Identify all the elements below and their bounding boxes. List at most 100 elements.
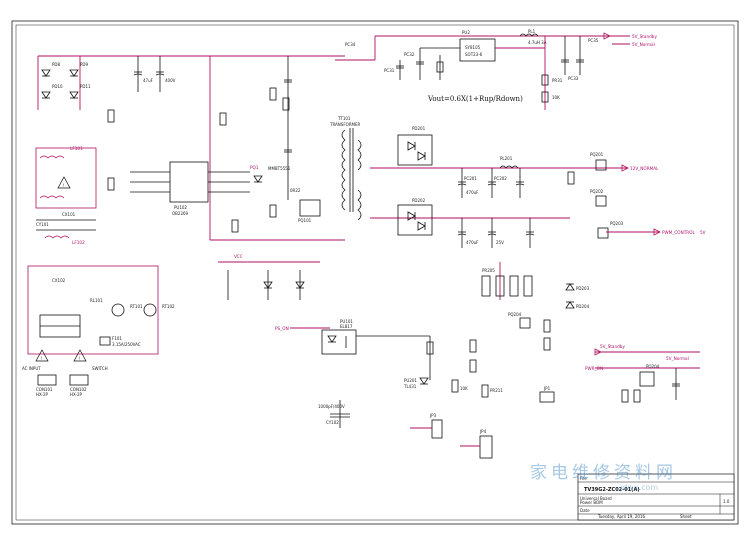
pc33-ref: PC33: [568, 76, 579, 81]
pq202-ref: PQ202: [590, 189, 604, 194]
sheet-inner-border: [15, 24, 735, 521]
net-ac-input: AC INPUT: [22, 366, 41, 371]
title-date-label: Date: [580, 508, 590, 513]
pl201-ref: PL201: [500, 156, 513, 161]
pq204-ref: PQ204: [508, 312, 522, 317]
svg-text:!: !: [79, 356, 81, 361]
con101-type: HX-2P: [36, 392, 49, 397]
title-date: Tuesday, April 19, 2016: [597, 514, 645, 519]
jp1-ref: JP1: [543, 386, 551, 391]
pd11-ref: PD11: [80, 84, 91, 89]
pwm-controller-block: PU102 OB2269 PQ1 MMBT5551 PQ101 0R22 VCC: [107, 56, 345, 300]
pq203-ref: PQ203: [610, 221, 624, 226]
pr-up-ref: PR31: [552, 78, 563, 83]
t101-ref: TT101: [337, 116, 351, 121]
f101-ref: F101: [112, 336, 122, 341]
pc31-ref: PC31: [384, 68, 395, 73]
net-vcc: VCC: [234, 254, 243, 259]
pd9-ref: PD9: [80, 62, 88, 67]
standby-mosfet-ref: PQ204: [646, 364, 660, 369]
net-5v-standby-bottom: 5V_Standby: [600, 344, 625, 349]
pd8-ref: PD8: [52, 62, 60, 67]
rl101-ref: RL101: [90, 298, 103, 303]
pd204-ref: PD204: [576, 304, 590, 309]
pq101-ref: PQ101: [298, 218, 312, 223]
title-number: TV39G2-ZC02-01(A): [584, 487, 640, 493]
u2-ref: PU2: [462, 30, 470, 35]
pc35-ref: PC35: [588, 38, 599, 43]
jumper-block: JP1 JP3 JP4 1000pF/400V CY102: [318, 386, 555, 459]
net-5v-normal-bottom: 5V_Normal: [666, 356, 689, 361]
pr210-value: 10K: [460, 386, 468, 391]
cx102-ref: CX102: [52, 278, 66, 283]
secondary-output-block: PD201 PD202 PC201 PC202 470uF 470uF 25V …: [370, 126, 706, 248]
svg-text:!: !: [41, 356, 43, 361]
pr-down-value: 10K: [552, 95, 560, 100]
transformer-block: TT101 TRANSFORMER: [329, 116, 362, 221]
cy102-ref: CY102: [326, 420, 339, 425]
pq201-ref: PQ201: [590, 152, 604, 157]
pc202-ref: PC202: [494, 176, 507, 181]
pd201-ref: PD201: [412, 126, 426, 131]
jp3-ref: JP3: [429, 413, 437, 418]
net-ps-on: PS_ON: [275, 326, 289, 331]
f101-value: 3.15A/250VAC: [112, 342, 141, 347]
pc201-value: 470uF: [466, 190, 479, 195]
feedback-block: PS_ON PU101 EL817 PU201 TL431 10K PR211 …: [275, 262, 590, 398]
cy101-ref: CY101: [36, 222, 49, 227]
pq1-part: MMBT5551: [268, 166, 291, 171]
lf102-ref: LF102: [72, 240, 85, 245]
t101-type: TRANSFORMER: [329, 122, 361, 127]
pc204-voltage: 25V: [496, 240, 504, 245]
pl1-ref: PL1: [528, 29, 536, 34]
title-name: Power BOM: [580, 500, 603, 505]
net-pwm-control: PWM_CONTROL: [662, 230, 695, 235]
bulk-cap-voltage-1: 400V: [165, 78, 176, 83]
pu201-ref: PU201: [404, 378, 417, 383]
pu201-part: TL431: [403, 384, 417, 389]
sheet-border: [11, 20, 739, 525]
sense-resistor-value: 0R22: [290, 188, 301, 193]
pc32-ref: PC32: [404, 52, 415, 57]
svg-text:!: !: [63, 183, 65, 188]
pl1-inductor: [519, 33, 539, 37]
title-project: Universal Board: [580, 496, 612, 501]
pd10-ref: PD10: [52, 84, 63, 89]
dcdc-converter-block: PU2 SY8105 SOT23-6 PL1 4.7uH 3A PR31 10K…: [335, 29, 657, 110]
pr211-ref: PR211: [490, 388, 503, 393]
optocoupler-body: [321, 329, 357, 355]
u2-chip: SY8105: [465, 45, 481, 50]
watermark: 家电维修资料网 jdwx.com: [530, 463, 677, 492]
watermark-url: jdwx.com: [619, 483, 658, 492]
cx101-ref: CX101: [62, 212, 76, 217]
title-sheet-label: Sheet: [680, 514, 692, 519]
u102-ref: PU102: [174, 205, 187, 210]
title-file-label: File: [580, 476, 587, 481]
standby-switch-block: 5V_Standby 5V_Normal PWR_ON PQ204: [585, 344, 700, 403]
u2-package: SOT23-6: [465, 52, 483, 57]
net-pwr-on: PWR_ON: [585, 366, 603, 371]
pc34-ref: PC34: [345, 42, 356, 47]
u102-chip: OB2269: [172, 211, 189, 216]
net-12v-normal: 12V_NORMAL: [630, 166, 659, 171]
title-block: File TV39G2-ZC02-01(A) Universal Board P…: [577, 473, 735, 521]
net-5v-normal-top: 5V_Normal: [632, 42, 655, 47]
watermark-text: 家电维修资料网: [530, 463, 677, 483]
cy102-value: 1000pF/400V: [318, 404, 345, 409]
rt101-ref: RT101: [130, 304, 143, 309]
jp4-ref: JP4: [479, 429, 487, 434]
u2-chip-body: [459, 38, 496, 62]
lf101-ref: LF101: [70, 146, 83, 151]
pd203-ref: PD203: [576, 286, 590, 291]
emi-filter-block: LF101 ! CX101 CY101 LF102 CX102 RL101 RT…: [22, 146, 175, 397]
net-5v-tag: 5V: [700, 230, 706, 235]
con102-type: HX-2P: [70, 392, 83, 397]
bridge-rectifier-block: PD8 PD9 PD10 PD11 47uF 400V: [37, 55, 345, 110]
title-rev: 1.0: [723, 499, 730, 504]
pu101-ref: PU101: [340, 319, 353, 324]
rt102-ref: RT102: [162, 304, 175, 309]
con102-ref: CON102: [70, 387, 87, 392]
pr-chain-label: PR205: [482, 268, 495, 273]
pl1-value: 4.7uH 3A: [528, 40, 547, 45]
